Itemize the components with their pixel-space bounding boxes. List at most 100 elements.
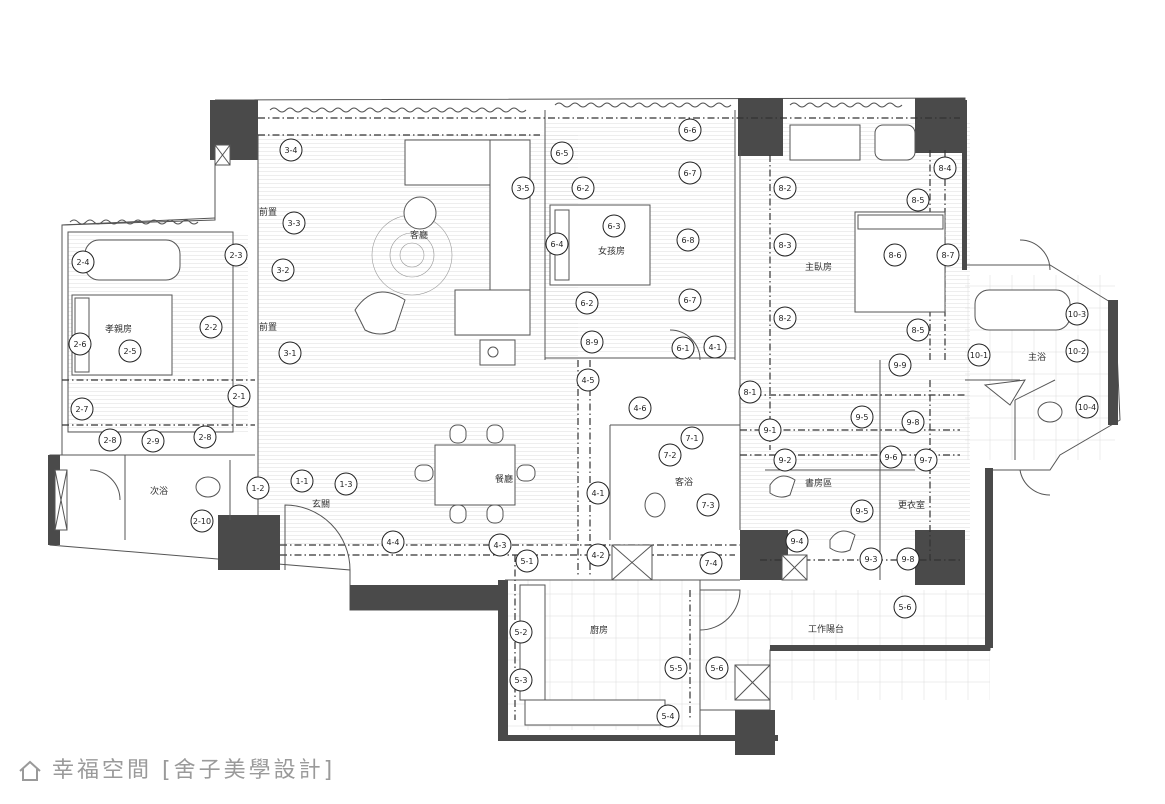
- elevation-tag: 8-2: [773, 306, 797, 330]
- elevation-tag: 4-1: [586, 481, 610, 505]
- room-label-entrance: 玄關: [312, 498, 330, 510]
- elevation-tag: 4-3: [488, 533, 512, 557]
- elevation-tag-circle: [906, 318, 930, 342]
- elevation-tag: 2-7: [70, 397, 94, 421]
- elevation-tag-label: 6-7: [683, 296, 696, 305]
- elevation-tag-label: 5-6: [710, 664, 723, 673]
- elevation-tag: 8-7: [936, 243, 960, 267]
- elevation-tag-label: 3-4: [284, 146, 297, 155]
- elevation-tag: 9-6: [879, 445, 903, 469]
- elevation-tag-circle: [246, 476, 270, 500]
- elevation-tag-circle: [888, 353, 912, 377]
- elevation-tag-circle: [914, 448, 938, 472]
- room-labels: 客廳 女孩房 主臥房 主浴 孝親房 次浴 玄關 餐廳 客浴 書房區 更衣室 廚房…: [105, 206, 1046, 636]
- elevation-tag-circle: [671, 336, 695, 360]
- elevation-tag-label: 5-3: [514, 676, 527, 685]
- elevation-tag-label: 8-6: [888, 251, 901, 260]
- elevation-tag: 3-3: [282, 211, 306, 235]
- elevation-tag: 2-8: [193, 425, 217, 449]
- elevation-tag-label: 8-7: [941, 251, 954, 260]
- elevation-tag-circle: [967, 343, 991, 367]
- elevation-tag-label: 9-9: [893, 361, 906, 370]
- elevation-tag-circle: [901, 410, 925, 434]
- elevation-tag-circle: [271, 258, 295, 282]
- elevation-tag: 8-6: [883, 243, 907, 267]
- curtains: [69, 102, 903, 225]
- elevation-tag-circle: [658, 443, 682, 467]
- elevation-tag-label: 6-2: [576, 184, 589, 193]
- elevation-tag-circle: [224, 243, 248, 267]
- elevation-tag-label: 2-8: [103, 436, 116, 445]
- furniture: [54, 124, 1071, 726]
- elevation-tag-circle: [290, 469, 314, 493]
- room-label-dining: 餐廳: [495, 473, 513, 485]
- elevation-tag-label: 2-4: [76, 258, 89, 267]
- elevation-tag-label: 9-5: [855, 413, 868, 422]
- elevation-tag-label: 4-1: [591, 489, 604, 498]
- elevation-tag: 8-4: [933, 156, 957, 180]
- elevation-tags: 3-43-33-23-13-56-56-26-46-26-36-66-76-86…: [68, 118, 1099, 728]
- elevation-tag: 1-2: [246, 476, 270, 500]
- elevation-tag-label: 8-9: [585, 338, 598, 347]
- elevation-tag-label: 10-3: [1068, 310, 1086, 319]
- elevation-tag: 8-9: [580, 330, 604, 354]
- elevation-tag-label: 2-8: [198, 433, 211, 442]
- elevation-tag-circle: [334, 472, 358, 496]
- elevation-tag-label: 5-5: [669, 664, 682, 673]
- elevation-tag: 7-1: [680, 426, 704, 450]
- elevation-tag-label: 4-6: [633, 404, 646, 413]
- elevation-tag-label: 10-1: [970, 351, 988, 360]
- elevation-tag-circle: [1065, 339, 1089, 363]
- elevation-tag-label: 2-3: [229, 251, 242, 260]
- elevation-tag-label: 9-3: [864, 555, 877, 564]
- elevation-tag-circle: [1065, 302, 1089, 326]
- elevation-tag: 5-4: [656, 704, 680, 728]
- elevation-tag-label: 3-3: [287, 219, 300, 228]
- elevation-tag-circle: [193, 425, 217, 449]
- elevation-tag: 9-1: [758, 418, 782, 442]
- elevation-tag-circle: [602, 214, 626, 238]
- elevation-tag-label: 2-9: [146, 437, 159, 446]
- elevation-tag: 7-3: [696, 493, 720, 517]
- room-label-study: 書房區: [805, 477, 832, 489]
- elevation-tag-circle: [933, 156, 957, 180]
- elevation-tag: 6-8: [676, 228, 700, 252]
- elevation-tag-label: 6-1: [676, 344, 689, 353]
- elevation-tag: 8-2: [773, 176, 797, 200]
- elevation-tag-label: 8-2: [778, 314, 791, 323]
- elevation-tag-circle: [738, 380, 762, 404]
- elevation-tag-circle: [118, 339, 142, 363]
- elevation-tag-label: 9-1: [763, 426, 776, 435]
- elevation-tag: 6-1: [671, 336, 695, 360]
- elevation-tag: 7-4: [699, 551, 723, 575]
- elevation-tag-circle: [545, 232, 569, 256]
- elevation-tag-label: 9-6: [884, 453, 897, 462]
- elevation-tag-label: 9-4: [790, 537, 803, 546]
- room-label-kitchen: 廚房: [590, 624, 608, 636]
- elevation-tag-circle: [509, 620, 533, 644]
- elevation-tag-circle: [676, 228, 700, 252]
- room-label-living: 客廳: [410, 229, 428, 241]
- elevation-tag: 8-3: [773, 233, 797, 257]
- elevation-tag: 9-7: [914, 448, 938, 472]
- elevation-tag-circle: [488, 533, 512, 557]
- elevation-tag-circle: [893, 595, 917, 619]
- elevation-tag: 3-1: [278, 341, 302, 365]
- elevation-tag-circle: [678, 161, 702, 185]
- elevation-tag-circle: [696, 493, 720, 517]
- elevation-tag: 2-8: [98, 428, 122, 452]
- elevation-tag-circle: [586, 543, 610, 567]
- elevation-tag: 9-2: [773, 448, 797, 472]
- elevation-tag-circle: [699, 551, 723, 575]
- elevation-tag-label: 4-4: [386, 538, 399, 547]
- elevation-tag-label: 10-2: [1068, 347, 1086, 356]
- elevation-tag: 5-3: [509, 668, 533, 692]
- elevation-tag-label: 5-1: [520, 557, 533, 566]
- elevation-tag: 8-5: [906, 318, 930, 342]
- elevation-tag: 2-4: [71, 250, 95, 274]
- elevation-tag-label: 4-3: [493, 541, 506, 550]
- elevation-tag-label: 9-5: [855, 507, 868, 516]
- elevation-tag-circle: [850, 405, 874, 429]
- elevation-tag: 9-8: [901, 410, 925, 434]
